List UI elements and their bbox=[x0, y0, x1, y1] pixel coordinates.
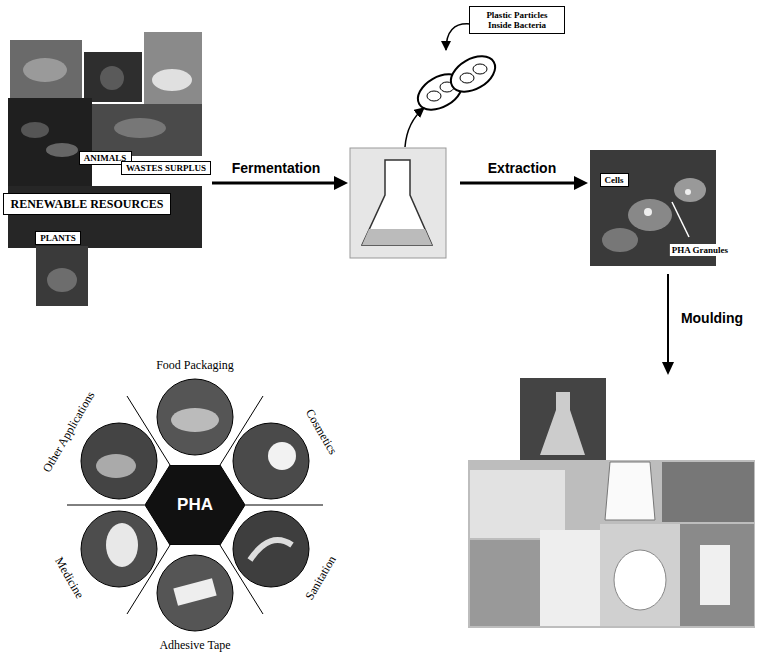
process-arrow bbox=[667, 274, 669, 364]
photo-detail bbox=[100, 66, 124, 90]
photo bbox=[144, 32, 202, 114]
leader-line bbox=[672, 202, 689, 237]
divider-line bbox=[67, 505, 145, 506]
extraction-arrow bbox=[460, 176, 588, 190]
cell-shape bbox=[602, 228, 638, 252]
collage-tag: PLANTS bbox=[35, 231, 81, 245]
application-photo bbox=[157, 555, 233, 631]
curved-arrow bbox=[446, 24, 470, 50]
plastic-granule bbox=[427, 91, 441, 101]
photo-detail bbox=[96, 454, 136, 478]
products-collage bbox=[468, 378, 755, 628]
fermentation-arrow bbox=[212, 176, 348, 190]
collage-tag: WASTES SURPLUS bbox=[121, 161, 211, 175]
application-photo bbox=[81, 423, 157, 499]
process-label: Fermentation bbox=[232, 160, 321, 176]
photo bbox=[600, 524, 680, 626]
cell-shape bbox=[674, 178, 706, 202]
photo bbox=[350, 148, 446, 258]
plastic-granule bbox=[460, 73, 474, 83]
photo-detail bbox=[173, 578, 216, 606]
photo bbox=[470, 470, 565, 538]
application-photo bbox=[233, 511, 309, 587]
application-label: Sanitation bbox=[302, 553, 339, 603]
photo bbox=[662, 462, 754, 522]
photo bbox=[10, 40, 82, 98]
node-text: Cells bbox=[605, 175, 624, 185]
bottle-shape bbox=[540, 392, 585, 455]
application-photo bbox=[81, 511, 157, 587]
plastic-granule bbox=[473, 64, 487, 74]
photo bbox=[84, 52, 142, 102]
divider-line bbox=[245, 505, 323, 506]
product-shape bbox=[700, 545, 730, 605]
photo-detail bbox=[171, 408, 219, 432]
photo bbox=[540, 530, 600, 626]
photo-detail bbox=[250, 540, 292, 560]
application-label: Medicine bbox=[51, 555, 87, 602]
cell-shape bbox=[628, 199, 672, 231]
flask-photo bbox=[350, 148, 446, 258]
glove-shape bbox=[605, 462, 655, 520]
applications-wheel bbox=[67, 379, 323, 631]
callout-box: Plastic Particles Inside Bacteria bbox=[469, 6, 565, 35]
photo-detail bbox=[114, 118, 166, 138]
application-photo bbox=[157, 379, 233, 455]
process-label: Extraction bbox=[488, 160, 556, 176]
product-shape bbox=[614, 550, 666, 610]
node-text: Plastic Particles Inside Bacteria bbox=[475, 10, 559, 31]
center-hexagon: PHA bbox=[145, 465, 245, 545]
moulding-arrow bbox=[662, 274, 674, 375]
node-text: WASTES SURPLUS bbox=[126, 163, 206, 173]
animal-shape bbox=[152, 69, 192, 91]
node-text: PLANTS bbox=[40, 233, 76, 243]
photo-detail bbox=[47, 268, 77, 292]
application-label: Food Packaging bbox=[156, 358, 234, 373]
process-arrow bbox=[460, 182, 576, 185]
bacterium-cell bbox=[445, 49, 502, 99]
photo-detail bbox=[106, 523, 138, 567]
granule-dot bbox=[644, 208, 652, 216]
photo bbox=[92, 104, 202, 156]
photo bbox=[470, 540, 540, 626]
bacteria bbox=[405, 24, 501, 147]
arrow-head bbox=[574, 176, 588, 190]
photo-detail bbox=[23, 58, 67, 82]
node-text: PHA bbox=[177, 495, 213, 515]
hexagon-shape bbox=[145, 465, 245, 545]
arrow-head bbox=[662, 362, 674, 375]
photo bbox=[36, 246, 88, 306]
photo bbox=[468, 460, 755, 628]
flask-shape bbox=[362, 160, 432, 245]
node-text: RENEWABLE RESOURCES bbox=[10, 197, 164, 211]
process-label: Moulding bbox=[681, 310, 743, 326]
photo bbox=[8, 98, 92, 190]
arrow-head bbox=[334, 176, 348, 190]
application-photo bbox=[233, 423, 309, 499]
leaf-shape bbox=[21, 122, 49, 138]
application-label: Adhesive Tape bbox=[159, 638, 230, 653]
leaf-shape bbox=[46, 143, 78, 157]
photo-detail bbox=[268, 442, 296, 470]
photo bbox=[680, 524, 754, 626]
photo bbox=[520, 378, 606, 468]
process-arrow bbox=[212, 182, 336, 185]
curved-arrow bbox=[405, 108, 424, 147]
photo-label: PHA Granules bbox=[670, 244, 730, 256]
granule-dot bbox=[685, 189, 691, 195]
photo-tag: Cells bbox=[600, 173, 629, 187]
flask-liquid bbox=[362, 229, 432, 245]
resource-box: RENEWABLE RESOURCES bbox=[3, 193, 171, 215]
